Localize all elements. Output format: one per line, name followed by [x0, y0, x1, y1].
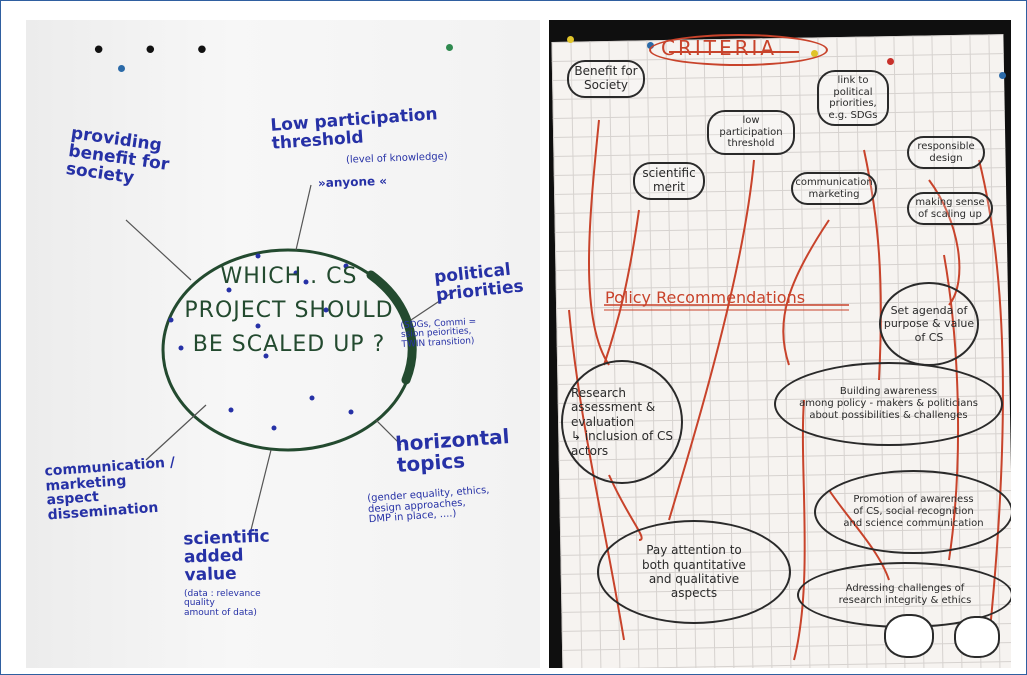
criteria-photo: CRITERIA Benefit for Society low partici… — [549, 20, 1011, 668]
sheep-doodle-icon — [954, 616, 1000, 658]
pin-icon — [887, 58, 894, 65]
pin-icon — [446, 44, 453, 51]
branch-horizontal: horizontal topics — [394, 424, 511, 477]
central-question-line: WHICH . CS — [220, 264, 358, 289]
criterion-benefit: Benefit for Society — [567, 60, 645, 98]
branch-scientific-note: (data : relevance quality amount of data… — [184, 589, 261, 618]
recommendation-text: Pay attention to both quantitative and q… — [642, 543, 746, 601]
recommendation-promotion: Promotion of awareness of CS, social rec… — [814, 470, 1011, 554]
recommendation-text: Adressing challenges of research integri… — [838, 583, 972, 606]
central-question-line: BE SCALED UP ? — [192, 332, 386, 358]
recommendation-text: Research assessment & evaluation ↳ inclu… — [570, 386, 674, 458]
recommendation-text: Promotion of awareness of CS, social rec… — [843, 494, 984, 529]
marker-dots: • • • — [91, 36, 224, 66]
pin-icon — [999, 72, 1006, 79]
recommendation-awareness: Building awareness among policy - makers… — [774, 362, 1003, 446]
criteria-heading-oval — [649, 34, 828, 66]
recommendation-quantitative: Pay attention to both quantitative and q… — [597, 520, 791, 624]
recommendation-agenda: Set agenda of purpose & value of CS — [879, 282, 979, 366]
branch-communication: communication / marketing aspect dissemi… — [44, 454, 176, 524]
branch-low-participation-tag: »anyone « — [317, 173, 388, 191]
criterion-responsible-design: responsible design — [907, 136, 985, 169]
recommendation-research: Research assessment & evaluation ↳ inclu… — [561, 360, 683, 484]
pin-icon — [567, 36, 574, 43]
policy-heading: Policy Recommendations — [605, 288, 806, 307]
recommendation-text: Set agenda of purpose & value of CS — [883, 304, 975, 344]
mindmap-lines — [125, 184, 457, 531]
mindmap-photo: • • • providing benefit for society Low … — [26, 20, 540, 668]
central-question: WHICH . CS PROJECT SHOULD BE SCALED UP ? — [154, 260, 424, 362]
criterion-low-participation: low participation threshold — [707, 110, 795, 155]
sheep-doodle-icon — [884, 614, 934, 658]
criterion-political: link to political priorities, e.g. SDGs — [817, 70, 889, 126]
central-question-line: PROJECT SHOULD — [184, 298, 394, 324]
criterion-communication: communication marketing — [791, 172, 877, 205]
recommendation-text: Building awareness among policy - makers… — [799, 386, 978, 421]
pin-icon — [118, 65, 125, 72]
criterion-making-sense: making sense of scaling up — [907, 192, 993, 225]
branch-scientific: scientific added value — [183, 526, 270, 586]
criterion-scientific-merit: scientific merit — [633, 162, 705, 200]
